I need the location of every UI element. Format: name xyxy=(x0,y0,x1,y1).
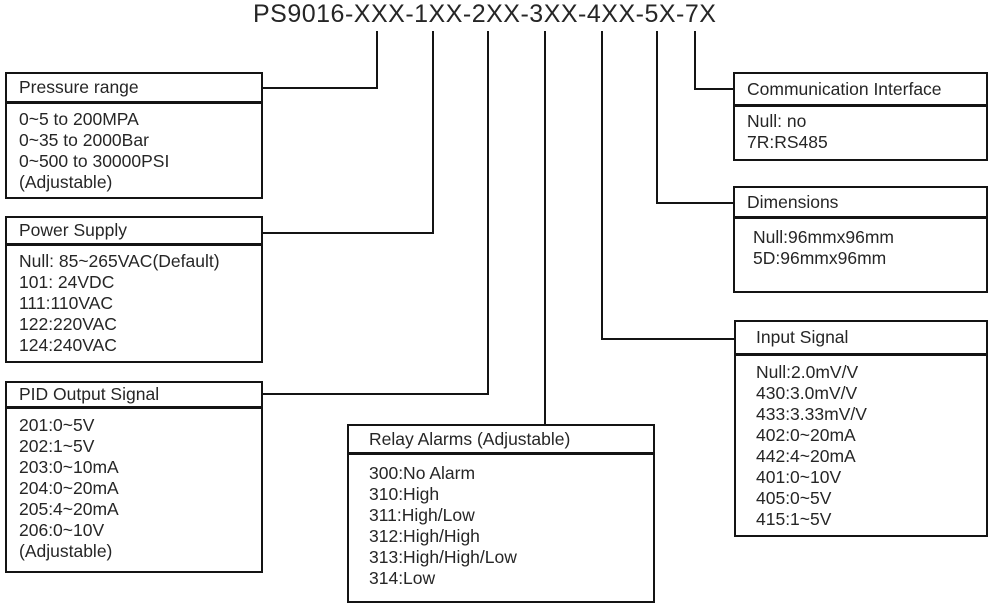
communication-interface-box-options: Null: no 7R:RS485 xyxy=(735,107,986,153)
option-line: 405:0~5V xyxy=(756,488,832,508)
relay-alarms-box-options: 300:No Alarm 310:High 311:High/Low 312:H… xyxy=(349,455,653,589)
pid-output-signal-box-options: 201:0~5V 202:1~5V 203:0~10mA 204:0~20mA … xyxy=(7,409,261,562)
option-line: 101: 24VDC xyxy=(19,272,115,292)
relay-alarms-box: Relay Alarms (Adjustable) 300:No Alarm 3… xyxy=(347,424,655,603)
connector-dimensions-vertical xyxy=(656,31,658,204)
option-line: 442:4~20mA xyxy=(756,446,856,466)
pid-output-signal-box: PID Output Signal 201:0~5V 202:1~5V 203:… xyxy=(5,381,263,573)
option-line: 300:No Alarm xyxy=(369,463,476,483)
connector-dimensions-horizontal xyxy=(656,202,733,204)
connector-power-horizontal xyxy=(263,232,434,234)
connector-pid-vertical xyxy=(487,31,489,395)
option-line: 124:240VAC xyxy=(19,335,117,355)
option-line: Null:96mmx96mm xyxy=(753,227,894,247)
power-supply-box-options: Null: 85~265VAC(Default) 101: 24VDC 111:… xyxy=(7,246,261,356)
dimensions-box-options: Null:96mmx96mm 5D:96mmx96mm xyxy=(735,219,986,269)
communication-interface-box-title: Communication Interface xyxy=(735,74,986,107)
option-line: 206:0~10V xyxy=(19,520,105,540)
option-line: 430:3.0mV/V xyxy=(756,383,858,403)
option-line: 122:220VAC xyxy=(19,314,117,334)
option-line: 433:3.33mV/V xyxy=(756,404,867,424)
option-line: 310:High xyxy=(369,484,440,504)
input-signal-box-options: Null:2.0mV/V 430:3.0mV/V 433:3.33mV/V 40… xyxy=(736,356,986,530)
communication-interface-box: Communication Interface Null: no 7R:RS48… xyxy=(733,72,988,161)
option-line: 7R:RS485 xyxy=(747,132,828,152)
power-supply-box: Power Supply Null: 85~265VAC(Default) 10… xyxy=(5,216,263,363)
option-line: 402:0~20mA xyxy=(756,425,856,445)
option-line: 415:1~5V xyxy=(756,509,832,529)
option-line: 203:0~10mA xyxy=(19,457,119,477)
connector-pressure-horizontal xyxy=(263,87,378,89)
option-line: 204:0~20mA xyxy=(19,478,119,498)
connector-communication-horizontal xyxy=(694,88,733,90)
relay-alarms-box-title: Relay Alarms (Adjustable) xyxy=(349,426,653,455)
option-line: (Adjustable) xyxy=(19,541,113,561)
connector-input-horizontal xyxy=(601,338,734,340)
option-line: 312:High/High xyxy=(369,526,480,546)
option-line: 0~500 to 30000PSI xyxy=(19,151,170,171)
option-line: (Adjustable) xyxy=(19,172,113,192)
input-signal-box: Input Signal Null:2.0mV/V 430:3.0mV/V 43… xyxy=(734,320,988,537)
option-line: 201:0~5V xyxy=(19,415,95,435)
connector-relay-vertical xyxy=(544,31,546,424)
pressure-range-box: Pressure range 0~5 to 200MPA 0~35 to 200… xyxy=(5,72,263,199)
option-line: 0~5 to 200MPA xyxy=(19,109,139,129)
option-line: Null: 85~265VAC(Default) xyxy=(19,251,220,271)
option-line: 0~35 to 2000Bar xyxy=(19,130,149,150)
option-line: 311:High/Low xyxy=(369,505,475,525)
option-line: Null: no xyxy=(747,111,807,131)
connector-communication-vertical xyxy=(694,31,696,90)
power-supply-box-title: Power Supply xyxy=(7,218,261,246)
connector-power-vertical xyxy=(432,31,434,234)
dimensions-box: Dimensions Null:96mmx96mm 5D:96mmx96mm xyxy=(733,186,988,293)
connector-input-vertical xyxy=(601,31,603,340)
option-line: 205:4~20mA xyxy=(19,499,119,519)
option-line: 111:110VAC xyxy=(19,293,114,313)
connector-pressure-vertical xyxy=(376,31,378,89)
option-line: 314:Low xyxy=(369,568,436,588)
option-line: 5D:96mmx96mm xyxy=(753,248,887,268)
pid-output-signal-box-title: PID Output Signal xyxy=(7,383,261,409)
option-line: Null:2.0mV/V xyxy=(756,362,859,382)
option-line: 313:High/High/Low xyxy=(369,547,517,567)
connector-pid-horizontal xyxy=(263,393,489,395)
product-code-title: PS9016-XXX-1XX-2XX-3XX-4XX-5X-7X xyxy=(253,0,717,28)
pressure-range-box-options: 0~5 to 200MPA 0~35 to 2000Bar 0~500 to 3… xyxy=(7,104,261,193)
option-line: 401:0~10V xyxy=(756,467,842,487)
option-line: 202:1~5V xyxy=(19,436,95,456)
input-signal-box-title: Input Signal xyxy=(736,322,986,356)
pressure-range-box-title: Pressure range xyxy=(7,74,261,104)
dimensions-box-title: Dimensions xyxy=(735,188,986,219)
